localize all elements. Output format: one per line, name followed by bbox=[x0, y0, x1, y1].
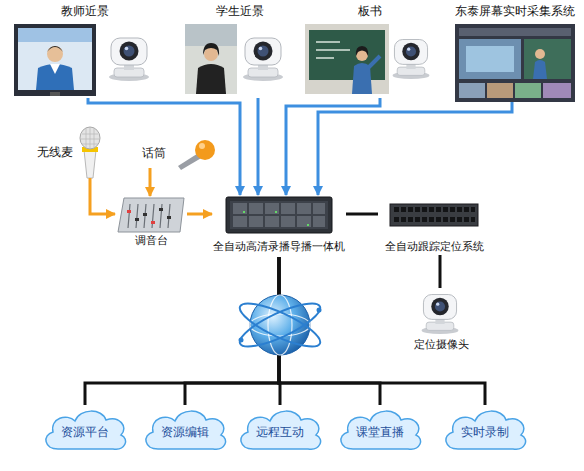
node-label: 实时录制 bbox=[440, 425, 530, 439]
wireless-mic bbox=[80, 127, 100, 178]
teacher-photo bbox=[14, 24, 96, 96]
tracking-camera: 定位摄像头 bbox=[405, 288, 477, 352]
tracking-system: 全自动跟踪定位系统 bbox=[378, 202, 490, 255]
microphone: 无线麦 bbox=[35, 127, 103, 178]
service-cloud: 实时录制 bbox=[440, 405, 530, 453]
handheld-mic bbox=[178, 140, 215, 170]
connector bbox=[88, 98, 240, 195]
connector bbox=[257, 98, 260, 195]
node-label: 课堂直播 bbox=[335, 425, 425, 439]
node-label: 学生近景 bbox=[185, 4, 295, 18]
server-icon bbox=[226, 197, 332, 233]
service-cloud: 资源编辑 bbox=[140, 405, 230, 453]
connector bbox=[90, 178, 115, 214]
capture-source: 东泰屏幕实时采集系统 bbox=[453, 2, 577, 102]
screen-capture-photo bbox=[455, 24, 575, 102]
node-label: 定位摄像头 bbox=[405, 338, 477, 351]
node-label: 全自动跟踪定位系统 bbox=[378, 240, 490, 253]
camera-source: 学生近景 bbox=[185, 2, 295, 98]
camera-source: 板书 bbox=[305, 2, 435, 98]
node-label: 无线麦 bbox=[35, 145, 75, 159]
node-label: 远程互动 bbox=[235, 425, 325, 439]
connector bbox=[187, 213, 212, 216]
connector bbox=[149, 168, 152, 196]
node-label: 东泰屏幕实时采集系统 bbox=[453, 4, 577, 18]
connector bbox=[279, 257, 485, 405]
node-label: 教师近景 bbox=[12, 4, 158, 18]
connector bbox=[185, 257, 279, 405]
connector bbox=[439, 255, 442, 288]
mixer-icon bbox=[118, 198, 184, 232]
node-label: 资源平台 bbox=[40, 425, 130, 439]
node-label: 话筒 bbox=[140, 146, 168, 160]
service-cloud: 课堂直播 bbox=[335, 405, 425, 453]
recording-server: 全自动高清录播导播一体机 bbox=[212, 195, 346, 257]
camera-source: 教师近景 bbox=[12, 2, 158, 98]
patch-panel-icon bbox=[390, 204, 478, 226]
node-label: 全自动高清录播导播一体机 bbox=[212, 240, 346, 253]
service-cloud: 远程互动 bbox=[235, 405, 325, 453]
blackboard-photo bbox=[305, 24, 389, 94]
connector bbox=[85, 257, 279, 405]
student-photo bbox=[185, 24, 237, 94]
connector bbox=[318, 102, 512, 195]
node-label: 资源编辑 bbox=[140, 425, 230, 439]
mixer: 调音台 bbox=[115, 196, 187, 250]
node-label: 调音台 bbox=[115, 234, 187, 247]
connector bbox=[346, 213, 378, 216]
microphone: 话筒 bbox=[140, 140, 218, 168]
service-cloud: 资源平台 bbox=[40, 405, 130, 453]
node-label: 板书 bbox=[305, 4, 435, 18]
